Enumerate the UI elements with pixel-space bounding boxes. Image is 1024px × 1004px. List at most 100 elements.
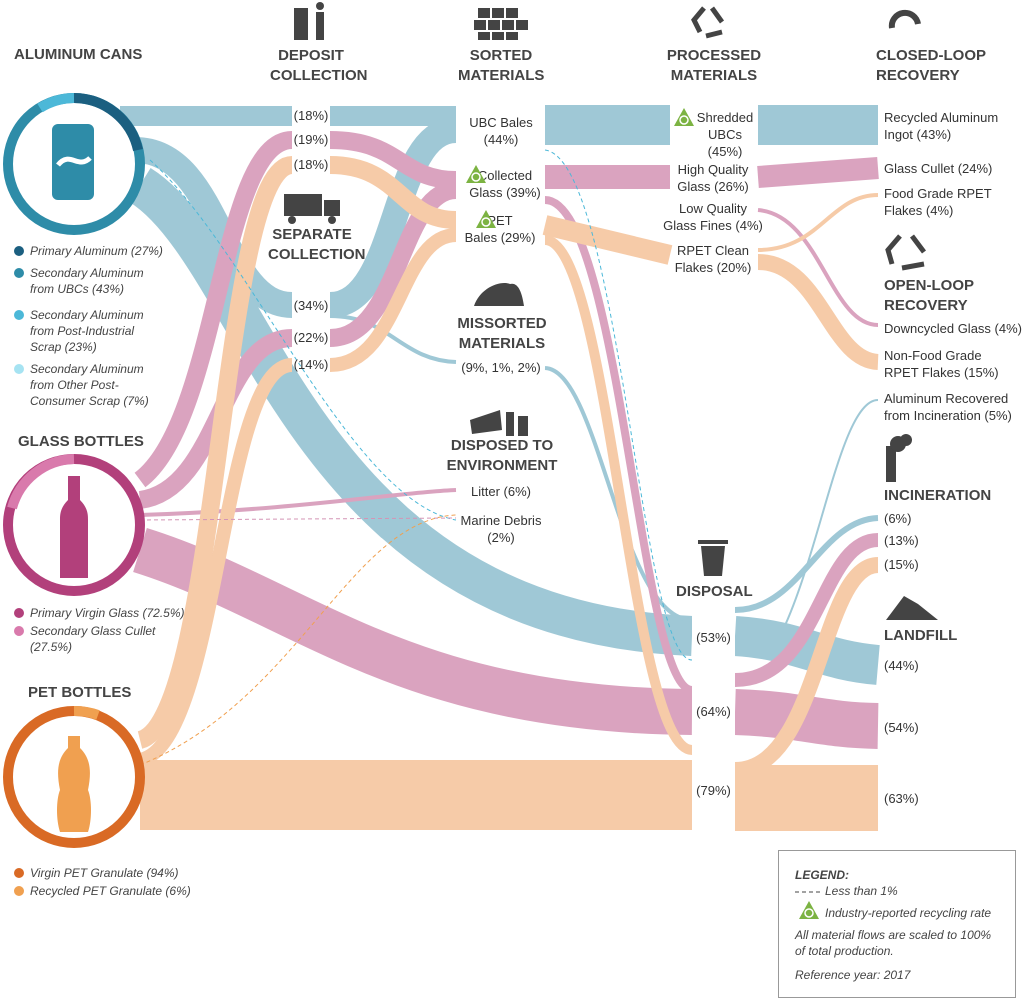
ubc-bales-label: UBC Bales (44%) bbox=[469, 115, 533, 147]
disposal-aluminum-pct: (53%) bbox=[696, 630, 731, 645]
incineration-glass-pct: (13%) bbox=[884, 533, 919, 548]
separate-aluminum-pct: (34%) bbox=[293, 298, 329, 313]
flow-disp-landfill-gl bbox=[734, 689, 879, 749]
missorted-pct: (9%, 1%, 2%) bbox=[461, 360, 541, 375]
legend-dot-other-post-consumer bbox=[14, 364, 24, 374]
flow-gl-litter bbox=[139, 488, 457, 517]
flow-rpet-food bbox=[757, 193, 879, 252]
header-disposed-environment: DISPOSED TO ENVIRONMENT bbox=[446, 437, 558, 474]
bales-icon bbox=[474, 8, 528, 40]
legend-box: LEGEND: Less than 1% Industry-reported r… bbox=[778, 850, 1016, 998]
legend-dot-secondary-ubc bbox=[14, 268, 24, 278]
litter-icon bbox=[470, 410, 528, 436]
aluminum-incineration-label: Aluminum Recovered from Incineration (5%… bbox=[884, 391, 1012, 423]
legend-secondary-ubc: Secondary Aluminum from UBCs (43%) bbox=[30, 266, 144, 296]
header-closed-loop: CLOSED-LOOP RECOVERY bbox=[876, 47, 987, 84]
flow-al-sep-miss bbox=[329, 314, 457, 364]
disposal-pet-pct: (79%) bbox=[696, 783, 731, 798]
flow-dashed-1 bbox=[149, 159, 457, 521]
open-loop-icon bbox=[885, 234, 926, 271]
legend-dot-recycled-pet bbox=[14, 886, 24, 896]
legend-primary-glass: Primary Virgin Glass (72.5%) bbox=[30, 606, 185, 620]
closed-loop-icon bbox=[888, 9, 921, 29]
legend-post-industrial: Secondary Aluminum from Post-Industrial … bbox=[30, 308, 144, 354]
legend-dot-glass-cullet bbox=[14, 626, 24, 636]
landfill-pet-pct: (63%) bbox=[884, 791, 919, 806]
flow-al-disposal bbox=[128, 168, 693, 656]
pet-bales-label: PET Bales (29%) bbox=[464, 213, 536, 245]
flow-gl-sep-col bbox=[329, 181, 458, 347]
recycled-ingot-label: Recycled Aluminum Ingot (43%) bbox=[884, 110, 999, 142]
flow-al-separate bbox=[133, 137, 294, 318]
separate-pet-pct: (14%) bbox=[293, 357, 329, 372]
legend-virgin-pet: Virgin PET Granulate (94%) bbox=[30, 866, 179, 880]
litter-label: Litter (6%) bbox=[471, 484, 531, 499]
dashed-line-icon bbox=[795, 891, 823, 893]
incineration-aluminum-pct: (6%) bbox=[884, 511, 912, 526]
disposal-glass-pct: (64%) bbox=[696, 704, 731, 719]
can-icon bbox=[52, 124, 94, 200]
deposit-glass-pct: (19%) bbox=[293, 132, 329, 147]
hq-glass-label: High Quality Glass (26%) bbox=[677, 162, 749, 194]
badge-recycle-icon bbox=[799, 901, 819, 919]
shredded-ubcs-label: Shredded UBCs (45%) bbox=[696, 110, 754, 159]
factory-icon bbox=[886, 434, 912, 482]
collected-glass-label: Collected Glass (39%) bbox=[469, 168, 541, 200]
badge-recycle-icon bbox=[674, 108, 694, 126]
aluminum-title: ALUMINUM CANS bbox=[14, 46, 143, 63]
header-disposal: DISPOSAL bbox=[676, 583, 753, 600]
flow-disp-landfill-al bbox=[733, 616, 881, 685]
header-deposit-collection: DEPOSIT COLLECTION bbox=[270, 47, 368, 84]
pet-title: PET BOTTLES bbox=[28, 684, 132, 701]
flow-pet-dep-bales bbox=[329, 156, 457, 229]
header-sorted-materials: SORTED MATERIALS bbox=[458, 47, 545, 84]
legend-dot-primary-aluminum bbox=[14, 246, 24, 256]
pile-icon bbox=[474, 282, 524, 306]
flow-miss-disp bbox=[544, 366, 693, 622]
disposal-node bbox=[692, 600, 735, 840]
flow-bales-rpet bbox=[542, 215, 673, 265]
legend-dashed-label: Less than 1% bbox=[825, 884, 898, 898]
lq-glass-label: Low Quality Glass Fines (4%) bbox=[663, 201, 763, 233]
flow-gl-dep-col bbox=[329, 131, 457, 189]
legend-dot-virgin-pet bbox=[14, 868, 24, 878]
flow-dashed-2 bbox=[139, 517, 457, 521]
separate-glass-pct: (22%) bbox=[293, 330, 329, 345]
flow-disp-incin-al bbox=[734, 515, 879, 613]
flow-pet-sep-bales bbox=[329, 228, 457, 372]
legend-dot-post-industrial bbox=[14, 310, 24, 320]
food-grade-rpet-label: Food Grade RPET Flakes (4%) bbox=[884, 186, 992, 218]
flow-rpet-nonfood bbox=[757, 254, 880, 370]
flow-disp-incin-pet bbox=[734, 557, 880, 778]
flow-bales-disp bbox=[543, 235, 694, 755]
header-separate-collection: SEPARATE COLLECTION bbox=[268, 226, 366, 263]
incineration-pet-pct: (15%) bbox=[884, 557, 919, 572]
legend-recycled-pet: Recycled PET Granulate (6%) bbox=[30, 884, 191, 898]
legend-title: LEGEND: bbox=[795, 868, 849, 882]
glass-bottle-icon bbox=[60, 476, 88, 578]
legend-glass-cullet: Secondary Glass Cullet (27.5%) bbox=[30, 624, 156, 654]
downcycled-glass-label: Downcycled Glass (4%) bbox=[884, 321, 1022, 336]
legend-primary-aluminum: Primary Aluminum (27%) bbox=[30, 244, 163, 258]
flow-dashed-4 bbox=[544, 149, 693, 661]
legend-other-post-consumer: Secondary Aluminum from Other Post-Consu… bbox=[30, 362, 149, 408]
landfill-icon bbox=[886, 596, 938, 620]
glass-cullet-label: Glass Cullet (24%) bbox=[884, 161, 993, 176]
truck-icon bbox=[284, 194, 340, 224]
flow-pet-separate bbox=[137, 358, 294, 767]
flow-dashed-3 bbox=[139, 514, 457, 766]
deposit-aluminum-pct: (18%) bbox=[293, 108, 329, 123]
flow-pet-deposit bbox=[136, 156, 295, 749]
legend-year: Reference year: 2017 bbox=[795, 968, 911, 982]
flow-gl-deposit bbox=[134, 131, 294, 488]
trash-icon bbox=[698, 540, 728, 576]
flow-disp-incin-gl bbox=[734, 533, 879, 687]
flow-lq-down bbox=[757, 208, 879, 327]
flow-al-recov-incin bbox=[777, 399, 879, 641]
glass-title: GLASS BOTTLES bbox=[18, 433, 144, 450]
legend-dot-primary-glass bbox=[14, 608, 24, 618]
header-landfill: LANDFILL bbox=[884, 627, 958, 644]
rpet-flakes-label: RPET Clean Flakes (20%) bbox=[674, 243, 752, 275]
deposit-icon bbox=[294, 2, 324, 40]
legend-note: All material flows are scaled to 100% of… bbox=[795, 928, 992, 958]
